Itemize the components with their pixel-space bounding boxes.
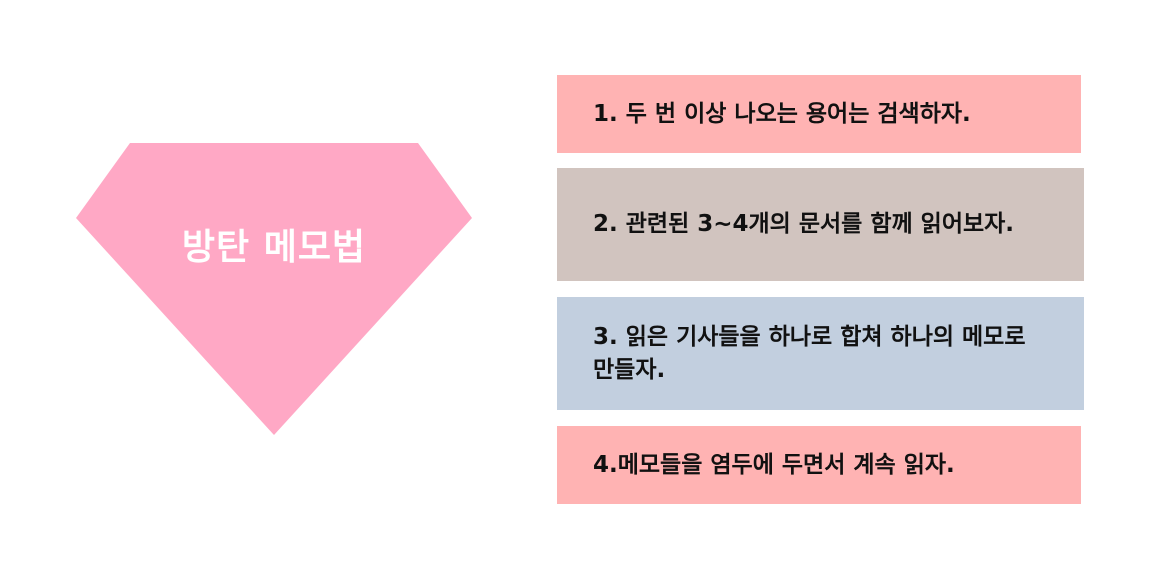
tip-text-4: 4.메모들을 염두에 두면서 계속 읽자.: [593, 451, 955, 478]
tip-box-1: 1. 두 번 이상 나오는 용어는 검색하자.: [557, 75, 1081, 153]
tip-text-1: 1. 두 번 이상 나오는 용어는 검색하자.: [593, 100, 971, 127]
tip-box-4: 4.메모들을 염두에 두면서 계속 읽자.: [557, 426, 1081, 504]
tip-text-2: 2. 관련된 3~4개의 문서를 함께 읽어보자.: [593, 211, 1015, 237]
tip-box-2: 2. 관련된 3~4개의 문서를 함께 읽어보자.: [557, 168, 1084, 281]
diamond-polygon: [76, 143, 472, 435]
tip-box-3: 3. 읽은 기사들을 하나로 합쳐 하나의 메모로 만들자.: [557, 297, 1084, 410]
diamond-title: 방탄 메모법: [181, 227, 367, 268]
tip-text-3: 3. 읽은 기사들을 하나로 합쳐 하나의 메모로 만들자.: [593, 323, 1026, 383]
